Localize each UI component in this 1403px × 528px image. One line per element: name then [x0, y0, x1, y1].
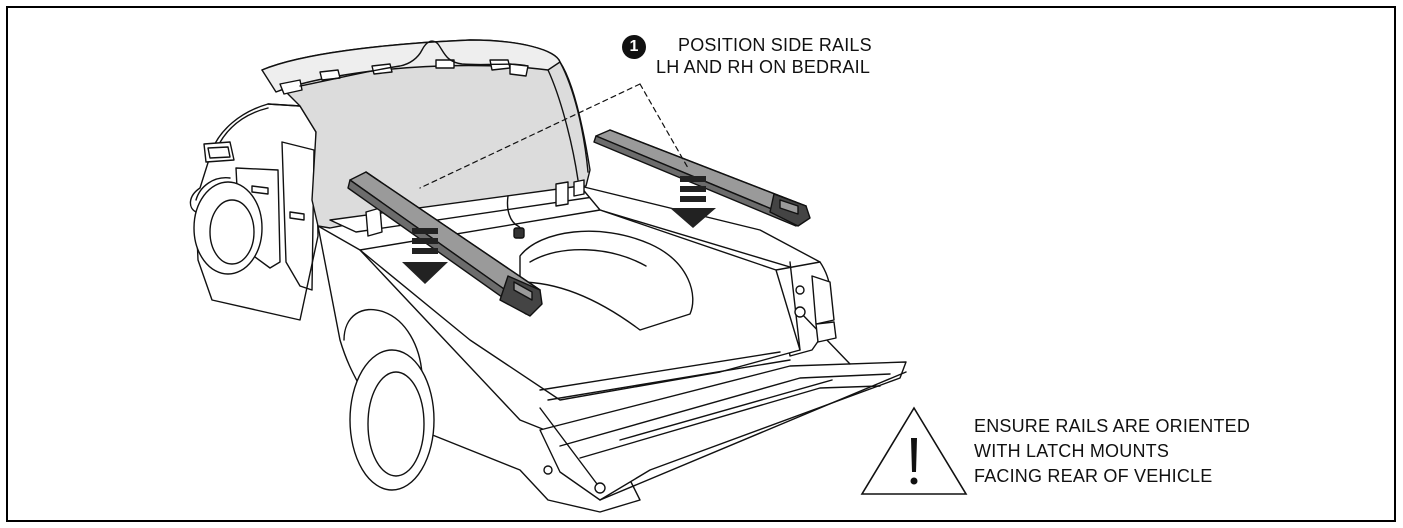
step-line-1: POSITION SIDE RAILS	[678, 35, 872, 55]
step-instruction: 1 POSITION SIDE RAILS LH AND RH ON BEDRA…	[622, 34, 872, 78]
warning-line-1: ENSURE RAILS ARE ORIENTED	[974, 416, 1251, 436]
step-number-badge: 1	[622, 35, 646, 59]
warning-triangle-icon	[860, 406, 968, 495]
step-text: POSITION SIDE RAILS LH AND RH ON BEDRAIL	[656, 34, 872, 78]
warning-text: ENSURE RAILS ARE ORIENTED WITH LATCH MOU…	[974, 414, 1250, 489]
truck-cab	[189, 103, 319, 321]
warning-note: ENSURE RAILS ARE ORIENTED WITH LATCH MOU…	[858, 404, 1250, 500]
side-rail-left	[347, 171, 543, 317]
step-line-2: LH AND RH ON BEDRAIL	[656, 57, 871, 77]
warning-line-3: FACING REAR OF VEHICLE	[974, 466, 1213, 486]
down-arrow-right	[670, 176, 716, 228]
leader-lines	[419, 83, 689, 189]
down-arrow-left	[402, 228, 448, 284]
warning-line-2: WITH LATCH MOUNTS	[974, 441, 1170, 461]
